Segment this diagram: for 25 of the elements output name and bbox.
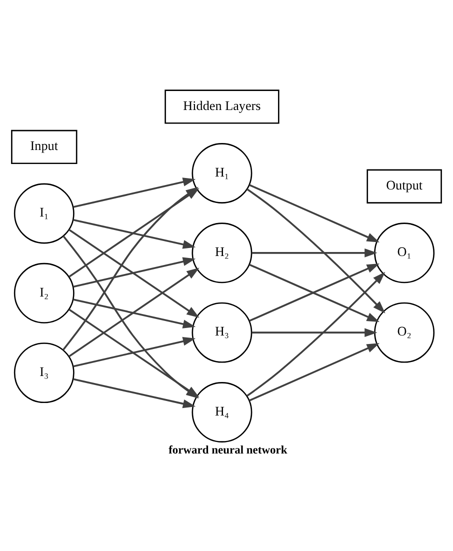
arrow (252, 328, 378, 338)
node-circle: H₄ (192, 382, 252, 442)
node-circle: H₂ (192, 222, 252, 284)
node-box: Input (11, 130, 78, 164)
node-circle: I₃ (14, 342, 74, 404)
arrow (246, 272, 386, 397)
arrow (73, 218, 196, 249)
arrow (73, 336, 196, 368)
node-box: Hidden Layers (164, 90, 280, 124)
node-box: Output (366, 169, 442, 204)
arrow (68, 229, 200, 318)
node-circle: I₁ (14, 183, 74, 244)
arrow (249, 343, 380, 402)
node-circle: H₃ (192, 302, 252, 363)
arrow (252, 248, 378, 258)
caption: forward neural network (168, 444, 288, 456)
arrow (73, 378, 196, 408)
arrow (73, 178, 196, 208)
arrow (73, 257, 196, 288)
node-circle: H₁ (192, 143, 252, 204)
arrow (246, 188, 386, 314)
arrow (249, 184, 380, 242)
node-circle: I₂ (14, 262, 74, 324)
arrow (68, 268, 200, 358)
arrow (73, 298, 196, 328)
